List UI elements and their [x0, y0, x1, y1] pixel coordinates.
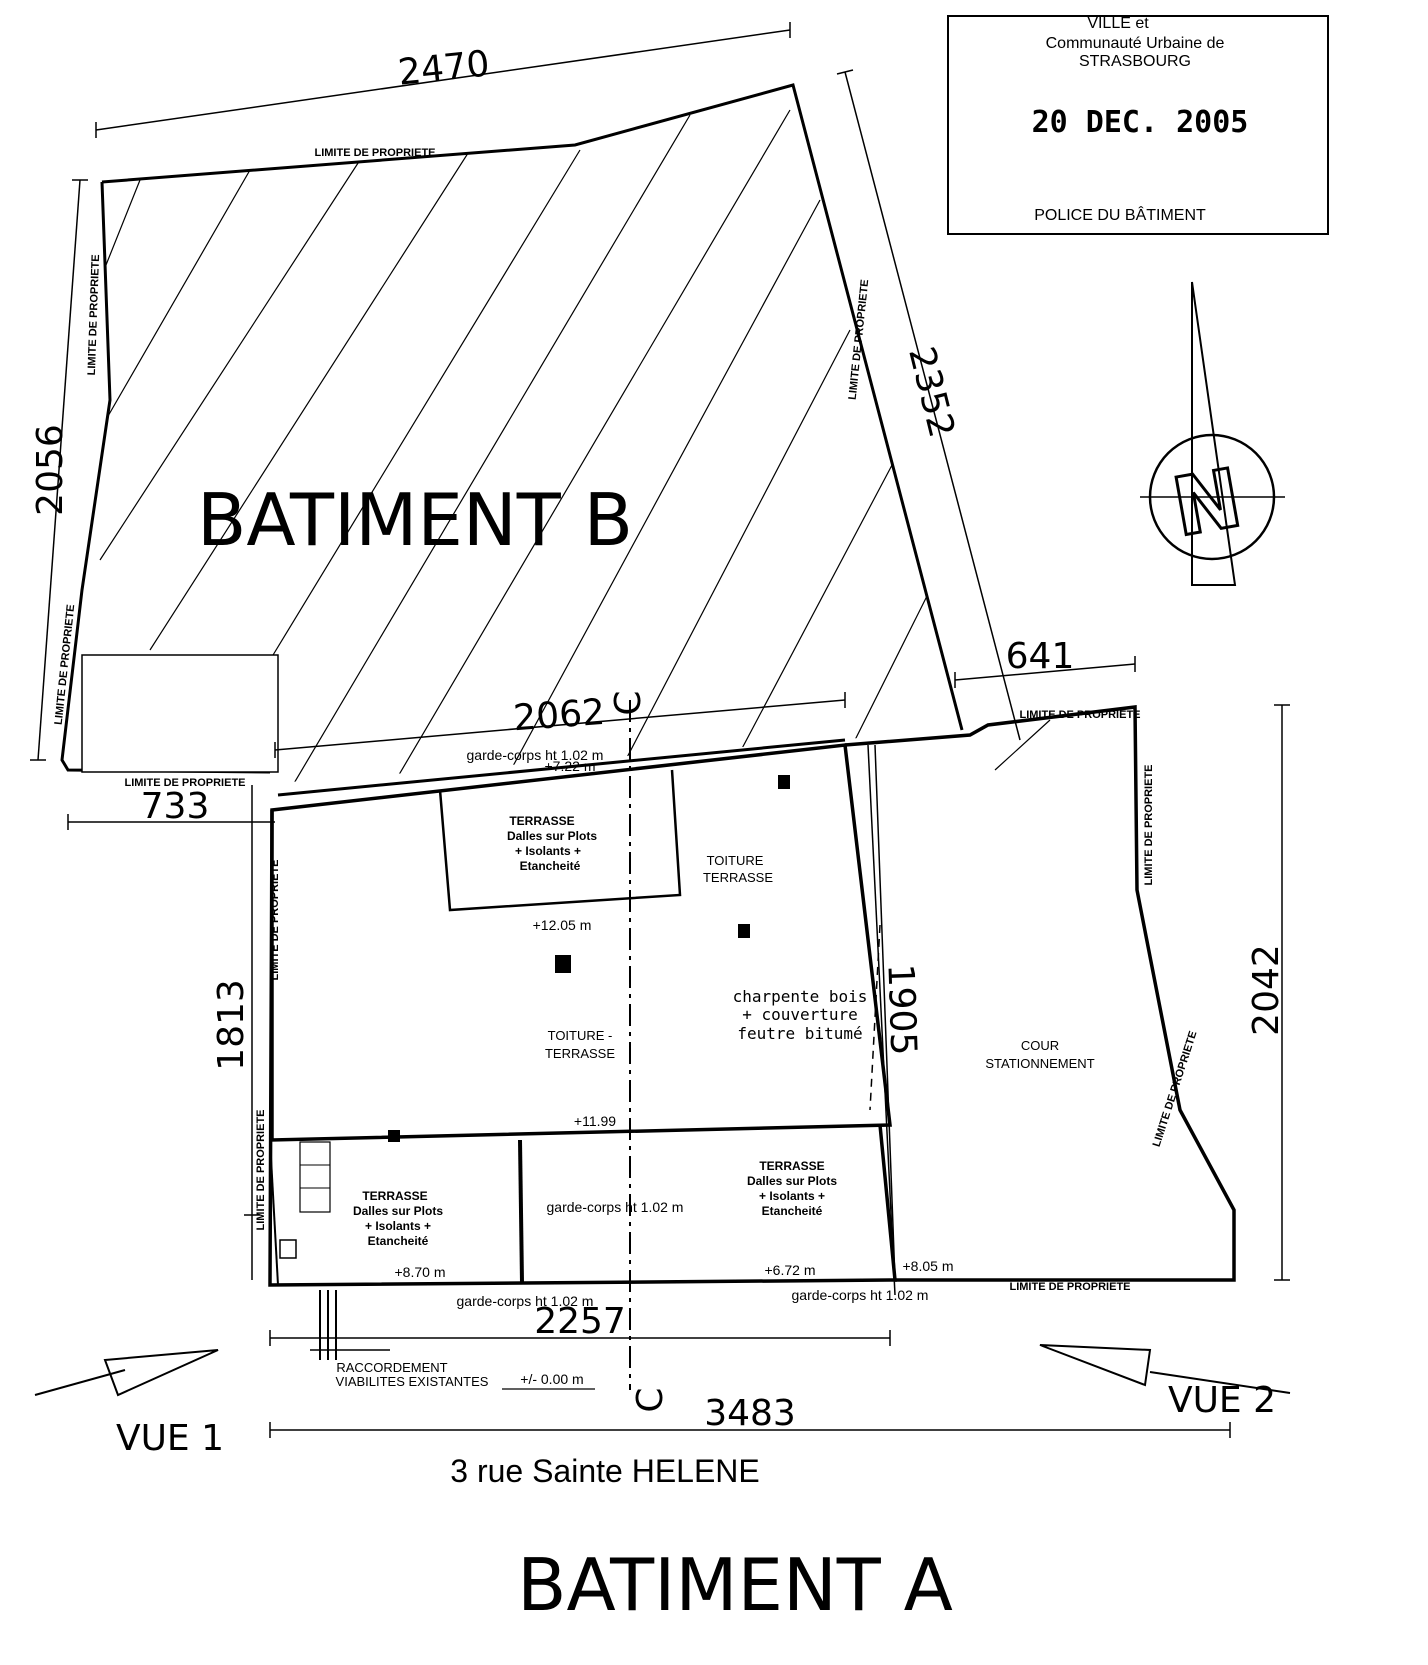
- view-arrows: [34, 1344, 1291, 1397]
- stamp-line3: STRASBOURG: [1079, 53, 1191, 70]
- north-arrow: [1140, 281, 1285, 586]
- terrasse-top-title: TERRASSE: [509, 814, 574, 828]
- level-gc-mid: garde-corps ht 1.02 m: [547, 1199, 684, 1215]
- terrasse-lr-isolants: + Isolants +: [759, 1189, 825, 1203]
- charpente-line3: feutre bitumé: [737, 1024, 862, 1043]
- dim-641: 641: [1006, 636, 1075, 677]
- level-gc-bl: garde-corps ht 1.02 m: [457, 1293, 594, 1309]
- terrasse-lr-etancheite: Etancheité: [762, 1204, 823, 1218]
- limit-label-left-upper: LIMITE DE PROPRIETE: [86, 254, 102, 375]
- limit-label-right: LIMITE DE PROPRIETE: [1143, 764, 1155, 885]
- raccordement-line2: VIABILITES EXISTANTES: [336, 1374, 489, 1389]
- dim-top: 2470: [396, 43, 491, 93]
- limit-label-top: LIMITE DE PROPRIETE: [314, 147, 435, 159]
- dim-right-diag: 2352: [900, 343, 962, 442]
- north-arrow-letter: N: [1166, 451, 1248, 554]
- terrasse-ll-dalles: Dalles sur Plots: [353, 1204, 443, 1218]
- batiment-b-label: BATIMENT B: [197, 478, 633, 562]
- approval-stamp: VILLE et Communauté Urbaine de STRASBOUR…: [947, 15, 1329, 235]
- terrasse-ll-etancheite: Etancheité: [368, 1234, 429, 1248]
- view-2-label: VUE 2: [1168, 1380, 1276, 1421]
- level-722: +7.22 m: [545, 758, 596, 774]
- section-mark-top: C: [608, 690, 649, 715]
- stamp-line2: Communauté Urbaine de: [1046, 35, 1225, 52]
- terrasse-lr-title: TERRASSE: [759, 1159, 824, 1173]
- terrasse-top-isolants: + Isolants +: [515, 844, 581, 858]
- level-gc-top: garde-corps ht 1.02 m: [467, 747, 604, 763]
- level-1205: +12.05 m: [533, 917, 592, 933]
- cour-label: COUR: [1021, 1038, 1059, 1053]
- stationnement-label: STATIONNEMENT: [985, 1056, 1094, 1071]
- level-1199: +11.99: [574, 1113, 616, 1129]
- batiment-a-label: BATIMENT A: [517, 1543, 953, 1627]
- roof-vents: [388, 775, 790, 1142]
- raccordement-line1: RACCORDEMENT: [336, 1360, 447, 1375]
- toiture-mid-1: TOITURE -: [548, 1028, 613, 1043]
- level-870: +8.70 m: [395, 1264, 446, 1280]
- charpente-line1: charpente bois: [733, 987, 868, 1006]
- terrasse-top-dalles: Dalles sur Plots: [507, 829, 597, 843]
- dim-2257: 2257: [534, 1301, 626, 1342]
- level-000: +/- 0.00 m: [520, 1371, 583, 1387]
- dimension-lines: [30, 22, 1290, 1438]
- toiture-right-2: TERRASSE: [703, 870, 773, 885]
- terrasse-lr-dalles: Dalles sur Plots: [747, 1174, 837, 1188]
- batiment-a-footprint: [268, 700, 1236, 1390]
- dim-left: 2056: [30, 424, 71, 516]
- level-805: +8.05 m: [903, 1258, 954, 1274]
- dim-3483: 3483: [704, 1393, 796, 1434]
- toiture-right-1: TOITURE: [707, 853, 764, 868]
- dim-733: 733: [141, 786, 210, 827]
- stamp-line1: VILLE et: [1087, 15, 1149, 32]
- dim-2062: 2062: [512, 692, 606, 739]
- limit-label-left-small: LIMITE DE PROPRIETE: [255, 1109, 267, 1230]
- toiture-mid-2: TERRASSE: [545, 1046, 615, 1061]
- terrasse-top-etancheite: Etancheité: [520, 859, 581, 873]
- charpente-line2: + couverture: [742, 1005, 858, 1024]
- street-label: 3 rue Sainte HELENE: [450, 1453, 760, 1489]
- batiment-b-lot: BATIMENT B: [60, 83, 964, 782]
- dim-2042: 2042: [1246, 944, 1287, 1036]
- limit-label-right-diag: LIMITE DE PROPRIETE: [847, 279, 872, 401]
- dim-1813: 1813: [211, 979, 252, 1071]
- section-mark-bottom: C: [630, 1387, 671, 1412]
- stamp-date: 20 DEC. 2005: [1032, 105, 1249, 140]
- terrasse-ll-isolants: + Isolants +: [365, 1219, 431, 1233]
- view-1-label: VUE 1: [116, 1418, 224, 1459]
- terrasse-ll-title: TERRASSE: [362, 1189, 427, 1203]
- stamp-footer: POLICE DU BÂTIMENT: [1034, 205, 1206, 224]
- limit-label-mid-left: LIMITE DE PROPRIETE: [124, 777, 245, 789]
- limit-label-bottom-right: LIMITE DE PROPRIETE: [1009, 1281, 1130, 1293]
- level-672: +6.72 m: [765, 1262, 816, 1278]
- level-gc-br: garde-corps ht 1.02 m: [792, 1287, 929, 1303]
